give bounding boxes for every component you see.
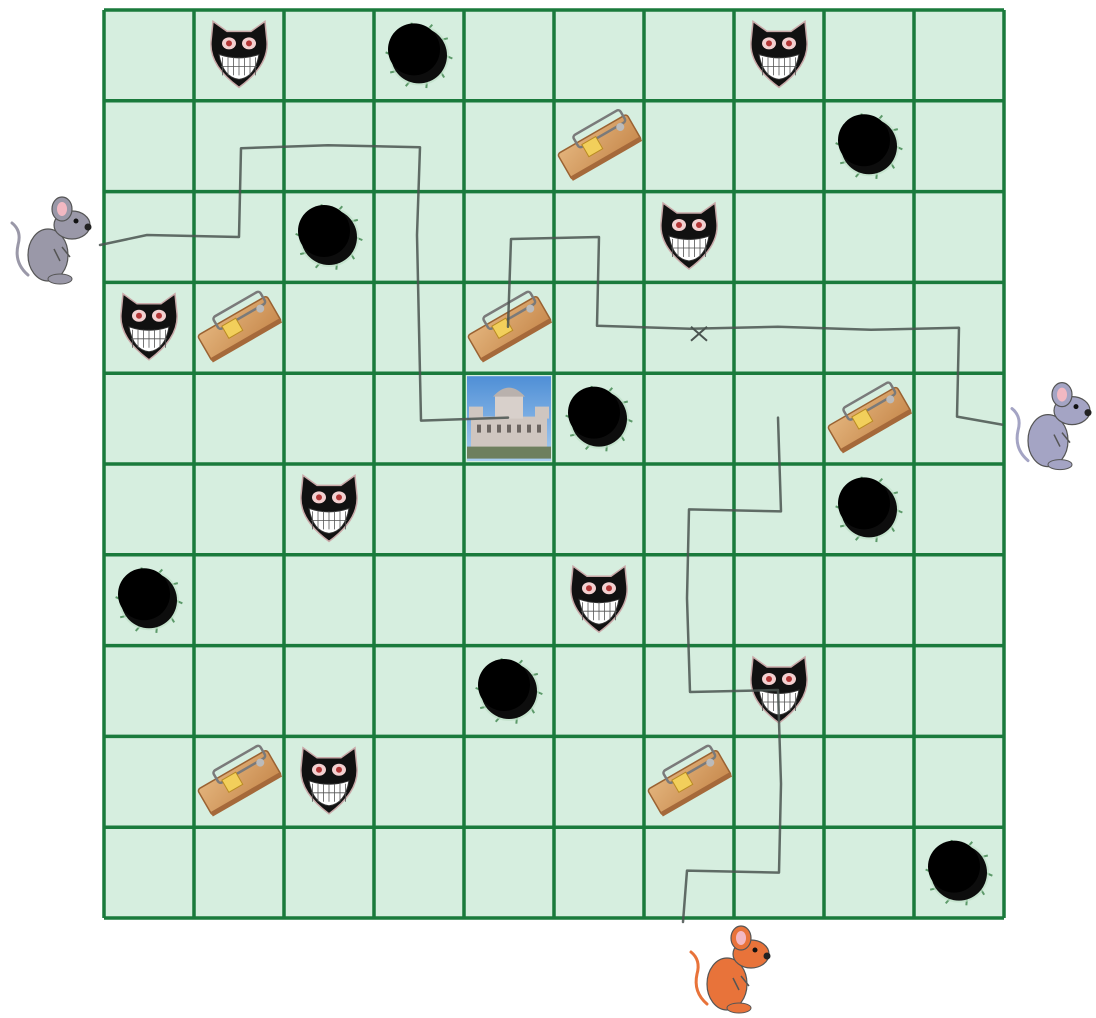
board-cell[interactable] xyxy=(374,827,464,918)
board-cell[interactable] xyxy=(104,101,194,192)
board-cell[interactable] xyxy=(554,736,644,827)
board-cell[interactable] xyxy=(464,101,554,192)
board-cell[interactable] xyxy=(824,827,914,918)
board-cell[interactable] xyxy=(824,646,914,737)
board-cell[interactable] xyxy=(284,373,374,464)
board-cell[interactable] xyxy=(824,555,914,646)
board-cell[interactable] xyxy=(284,10,374,101)
board-cell[interactable] xyxy=(104,464,194,555)
board-cell[interactable] xyxy=(194,555,284,646)
board-cell[interactable] xyxy=(104,646,194,737)
board-cell[interactable] xyxy=(554,464,644,555)
board-cell[interactable] xyxy=(104,192,194,283)
board-cell[interactable] xyxy=(644,101,734,192)
board-cell[interactable] xyxy=(464,827,554,918)
board-cell[interactable] xyxy=(914,555,1004,646)
board-cell[interactable] xyxy=(284,555,374,646)
board-cell[interactable] xyxy=(374,736,464,827)
board-cell[interactable] xyxy=(644,373,734,464)
board-cell[interactable] xyxy=(464,464,554,555)
board-cell[interactable] xyxy=(914,101,1004,192)
board-cell[interactable] xyxy=(914,10,1004,101)
board-cell[interactable] xyxy=(464,555,554,646)
mouse-bottom-icon xyxy=(691,926,771,1013)
board-cell[interactable] xyxy=(104,827,194,918)
board-cell[interactable] xyxy=(284,646,374,737)
board-cell[interactable] xyxy=(104,736,194,827)
board-cell[interactable] xyxy=(824,10,914,101)
board-cell[interactable] xyxy=(194,464,284,555)
board-cell[interactable] xyxy=(914,373,1004,464)
board-cell[interactable] xyxy=(194,373,284,464)
board-cell[interactable] xyxy=(824,736,914,827)
board-cell[interactable] xyxy=(554,646,644,737)
board-cell[interactable] xyxy=(734,101,824,192)
mouse-left-icon xyxy=(12,197,92,284)
board-cell[interactable] xyxy=(644,10,734,101)
board-cell[interactable] xyxy=(464,736,554,827)
board-cell[interactable] xyxy=(284,827,374,918)
board-cell[interactable] xyxy=(554,827,644,918)
board-cell[interactable] xyxy=(104,373,194,464)
board-cell[interactable] xyxy=(374,646,464,737)
board-cell[interactable] xyxy=(824,192,914,283)
board-cell[interactable] xyxy=(374,464,464,555)
mouse-right-icon xyxy=(1012,383,1092,470)
board-cell[interactable] xyxy=(914,464,1004,555)
board-cell[interactable] xyxy=(194,646,284,737)
board-cell[interactable] xyxy=(914,646,1004,737)
board-cell[interactable] xyxy=(464,10,554,101)
board-cell[interactable] xyxy=(284,282,374,373)
board-cell[interactable] xyxy=(734,555,824,646)
board-cell[interactable] xyxy=(374,555,464,646)
board-cell[interactable] xyxy=(914,192,1004,283)
board-cell[interactable] xyxy=(734,192,824,283)
board-cell[interactable] xyxy=(914,736,1004,827)
board-cell[interactable] xyxy=(104,10,194,101)
board-cell[interactable] xyxy=(554,10,644,101)
board-cell[interactable] xyxy=(194,827,284,918)
board-cell[interactable] xyxy=(644,827,734,918)
